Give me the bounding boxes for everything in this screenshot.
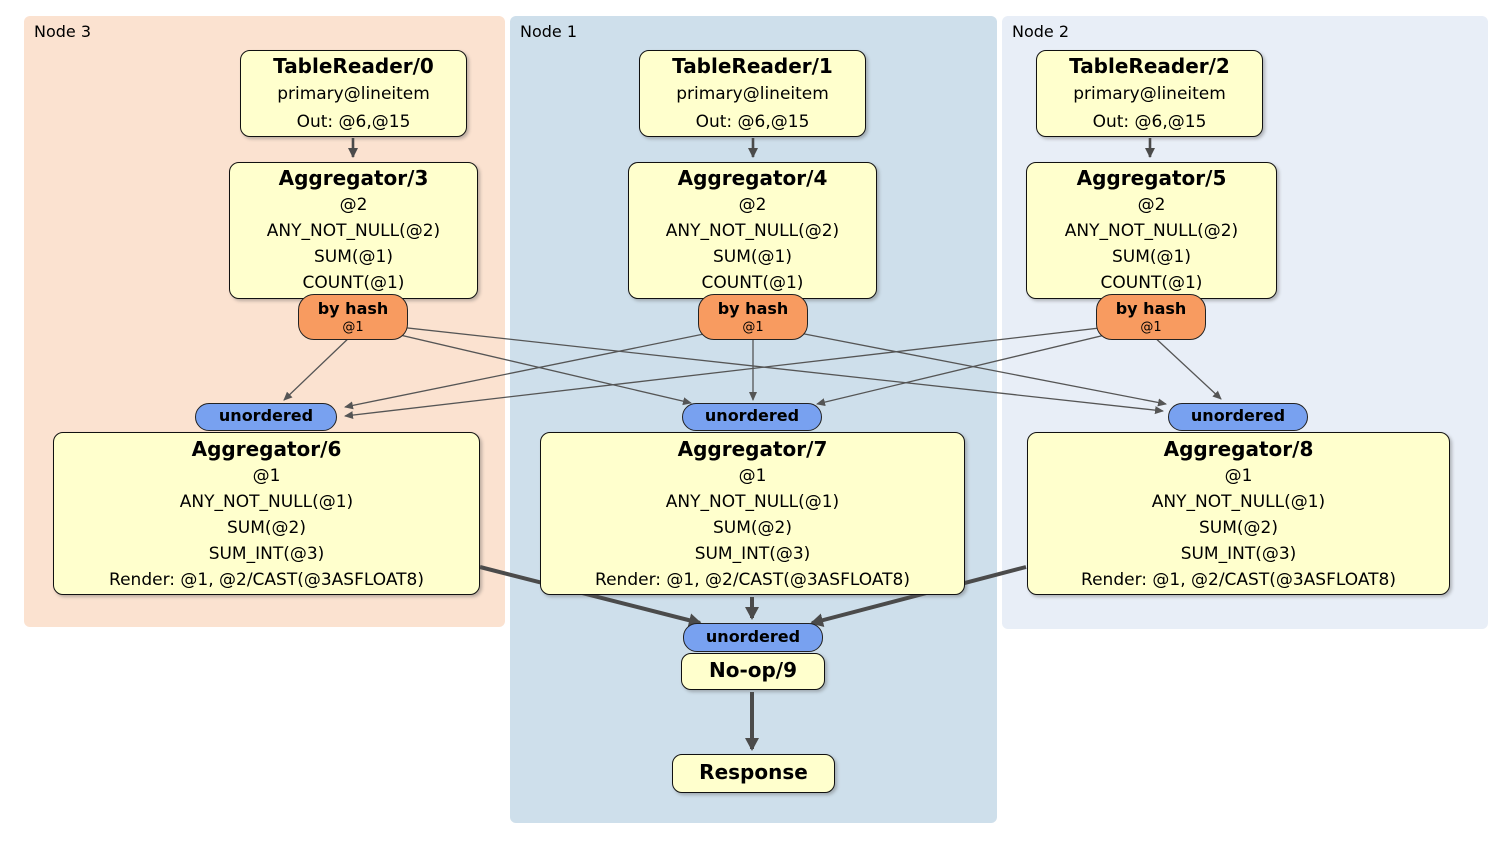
node-detail: ANY_NOT_NULL(@2): [266, 221, 441, 241]
node-detail: SUM_INT(@3): [694, 544, 811, 564]
node-detail: Render: @1, @2/CAST(@3ASFLOAT8): [595, 570, 910, 590]
node-detail: Out: @6,@15: [695, 112, 810, 132]
node-title: Aggregator/8: [1163, 437, 1314, 461]
node-detail: SUM(@2): [1199, 518, 1278, 538]
router-label: by hash: [717, 299, 789, 318]
node-tablereader-0: TableReader/0 primary@lineitem Out: @6,@…: [240, 50, 467, 137]
node-detail: ANY_NOT_NULL(@2): [665, 221, 840, 241]
node-title: Aggregator/4: [677, 166, 828, 190]
tablereader-to-aggregator-edges: [348, 138, 1155, 158]
node-detail: SUM_INT(@3): [208, 544, 325, 564]
node-aggregator-5: Aggregator/5 @2 ANY_NOT_NULL(@2) SUM(@1)…: [1026, 162, 1277, 299]
node-detail: ANY_NOT_NULL(@2): [1064, 221, 1239, 241]
node-title: Aggregator/6: [191, 437, 342, 461]
node-detail: SUM(@2): [227, 518, 306, 538]
node-aggregator-3: Aggregator/3 @2 ANY_NOT_NULL(@2) SUM(@1)…: [229, 162, 478, 299]
node-detail: SUM(@1): [1112, 247, 1191, 267]
node-response: Response: [672, 754, 835, 793]
node-tablereader-1: TableReader/1 primary@lineitem Out: @6,@…: [639, 50, 866, 137]
stream-label: unordered: [1190, 406, 1286, 425]
router-by-hash-4: by hash @1: [698, 294, 808, 340]
edge-hash5-unordered6: [344, 321, 1152, 420]
node-title: Aggregator/3: [278, 166, 429, 190]
node-title: Response: [699, 760, 808, 784]
router-label: by hash: [1115, 299, 1187, 318]
node-tablereader-2: TableReader/2 primary@lineitem Out: @6,@…: [1036, 50, 1263, 137]
stream-label: unordered: [218, 406, 314, 425]
node-aggregator-8: Aggregator/8 @1 ANY_NOT_NULL(@1) SUM(@2)…: [1027, 432, 1450, 595]
stream-unordered-6: unordered: [195, 403, 337, 431]
node-detail: ANY_NOT_NULL(@1): [665, 492, 840, 512]
node-detail: COUNT(@1): [1100, 273, 1203, 293]
node-title: No-op/9: [708, 658, 798, 682]
node-detail: COUNT(@1): [701, 273, 804, 293]
node-detail: SUM(@2): [713, 518, 792, 538]
stream-unordered-8: unordered: [1168, 403, 1308, 431]
node-detail: SUM_INT(@3): [1180, 544, 1297, 564]
node-title: Aggregator/7: [677, 437, 828, 461]
node-aggregator-6: Aggregator/6 @1 ANY_NOT_NULL(@1) SUM(@2)…: [53, 432, 480, 595]
edge-hash4-unordered8: [752, 323, 1167, 407]
node-detail: ANY_NOT_NULL(@1): [1151, 492, 1326, 512]
node-detail: @2: [1137, 195, 1166, 215]
node-title: Aggregator/5: [1076, 166, 1227, 190]
region-node1-label: Node 1: [520, 22, 578, 41]
node-detail: @1: [738, 466, 767, 486]
region-node2-label: Node 2: [1012, 22, 1070, 41]
node-title: TableReader/1: [672, 54, 833, 78]
node-detail: SUM(@1): [314, 247, 393, 267]
stream-label: unordered: [705, 627, 801, 646]
node-aggregator-7: Aggregator/7 @1 ANY_NOT_NULL(@1) SUM(@2)…: [540, 432, 965, 595]
edge-hash4-unordered6: [344, 323, 754, 410]
node-title: TableReader/0: [273, 54, 434, 78]
node-detail: @1: [252, 466, 281, 486]
edge-hash5-unordered7: [816, 323, 1152, 407]
edge-hash3-unordered7: [352, 323, 692, 406]
edge-hash3-unordered6: [283, 333, 354, 401]
edge-hash5-unordered8: [1150, 333, 1222, 400]
node-detail: Out: @6,@15: [296, 112, 411, 132]
node-detail: Render: @1, @2/CAST(@3ASFLOAT8): [1081, 570, 1396, 590]
node-noop-9: No-op/9: [681, 653, 825, 690]
node-title: TableReader/2: [1069, 54, 1230, 78]
node-detail: @1: [1224, 466, 1253, 486]
node-detail: Render: @1, @2/CAST(@3ASFLOAT8): [109, 570, 424, 590]
hash-to-unordered-edges: [283, 321, 1222, 420]
stream-unordered-9: unordered: [683, 623, 823, 652]
router-label: by hash: [317, 299, 389, 318]
node-aggregator-4: Aggregator/4 @2 ANY_NOT_NULL(@2) SUM(@1)…: [628, 162, 877, 299]
router-detail: @1: [1140, 320, 1162, 335]
router-by-hash-5: by hash @1: [1096, 294, 1206, 340]
router-by-hash-3: by hash @1: [298, 294, 408, 340]
node-detail: primary@lineitem: [277, 84, 430, 104]
stream-unordered-7: unordered: [682, 403, 822, 431]
router-detail: @1: [342, 320, 364, 335]
node-detail: @2: [339, 195, 368, 215]
node-detail: ANY_NOT_NULL(@1): [179, 492, 354, 512]
node-detail: SUM(@1): [713, 247, 792, 267]
aggregator-to-final-edges: [479, 565, 1027, 751]
node-detail: COUNT(@1): [302, 273, 405, 293]
edge-agg6-unordered9: [479, 565, 702, 628]
region-node3-label: Node 3: [34, 22, 92, 41]
node-detail: Out: @6,@15: [1092, 112, 1207, 132]
edge-hash3-unordered8: [352, 321, 1164, 415]
node-detail: primary@lineitem: [1073, 84, 1226, 104]
node-detail: @2: [738, 195, 767, 215]
stream-label: unordered: [704, 406, 800, 425]
node-detail: primary@lineitem: [676, 84, 829, 104]
router-detail: @1: [742, 320, 764, 335]
edge-agg8-unordered9: [810, 565, 1027, 627]
